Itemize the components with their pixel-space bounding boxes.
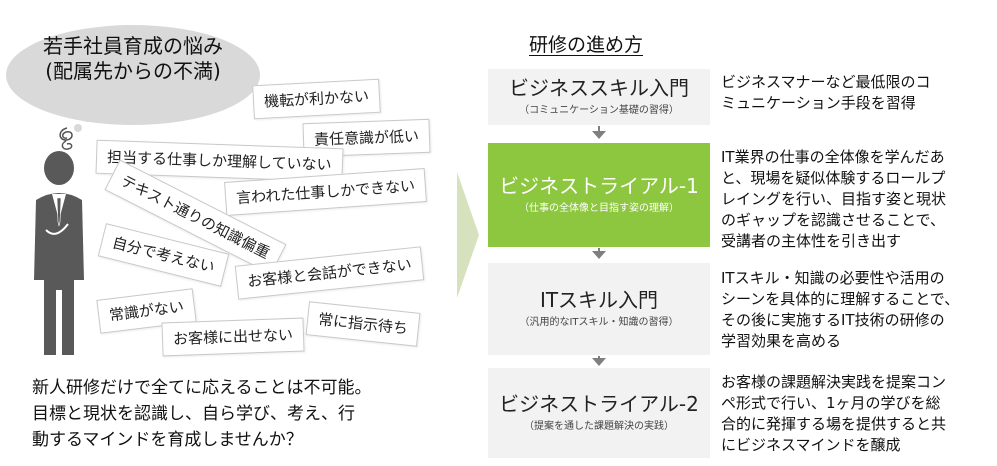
step-title: ビジネススキル入門 <box>509 76 689 100</box>
step-subtitle: （仕事の全体像と目指す姿の理解） <box>519 203 679 214</box>
arrow-down-icon <box>592 251 606 259</box>
step-subtitle: （コミュニケーション基礎の習得） <box>519 105 679 116</box>
desc-line: 受講者の主体性を引き出す <box>721 232 902 250</box>
statement-line: 新人研修だけで全てに応えることは不可能。 <box>32 378 372 398</box>
desc-line: 学習効果を高める <box>721 332 842 350</box>
step-title: ビジネストライアル-1 <box>499 174 699 198</box>
desc-line: と、現場を疑似体験するロールプ <box>721 169 946 187</box>
desc-line: ミュニケーション手段を習得 <box>721 94 916 112</box>
step-subtitle: （汎用的なITスキル・知識の習得） <box>519 317 679 328</box>
statement-line: 目標と現状を認識し、自ら学び、考え、行 <box>32 404 355 424</box>
step-business-trial-2: ビジネストライアル-2 （提案を通した課題解決の実践） <box>488 368 710 458</box>
desc-line: IT業界の仕事の全体像を学んだあ <box>721 148 945 166</box>
step-description: お客様の課題解決実践を提案コン ペ形式で行い、1ヶ月の学びを総 合的に発揮する場… <box>721 372 993 456</box>
statement-line: 動するマインドを育成しませんか？ <box>32 430 303 450</box>
desc-line: お客様の課題解決実践を提案コン <box>721 373 947 391</box>
arrow-down-icon <box>592 358 606 366</box>
desc-line: ペ形式で行い、1ヶ月の学びを総 <box>721 394 941 412</box>
desc-line: ビジネスマナーなど最低限のコ <box>721 73 931 91</box>
step-description: IT業界の仕事の全体像を学んだあ と、現場を疑似体験するロールプ レイングを行い… <box>721 147 993 252</box>
worry-scribble-icon <box>59 127 73 150</box>
desc-line: レイングを行い、目指す姿と現状 <box>721 190 947 208</box>
thought-bubble <box>6 25 260 125</box>
step-description: ITスキル・知識の必要性や活用の シーンを具体的に理解することで、 その後に実施… <box>721 268 993 352</box>
step-business-skill: ビジネススキル入門 （コミュニケーション基礎の習得） <box>488 69 710 125</box>
step-subtitle: （提案を通した課題解決の実践） <box>524 421 674 432</box>
complaint-tag: 機転が利かない <box>252 78 381 120</box>
bottom-statement: 新人研修だけで全てに応えることは不可能。 目標と現状を認識し、自ら学び、考え、行… <box>32 375 452 453</box>
desc-line: 合的に発揮する場を提供すると共 <box>721 415 947 433</box>
step-business-trial-1: ビジネストライアル-1 （仕事の全体像と目指す姿の理解） <box>488 143 710 247</box>
desc-line: にビジネスマインドを醸成 <box>721 436 901 454</box>
arrow-down-icon <box>592 131 606 139</box>
step-title: ITスキル入門 <box>539 288 659 312</box>
step-it-skill: ITスキル入門 （汎用的なITスキル・知識の習得） <box>488 263 710 355</box>
complaint-tag: お客様に出せない <box>161 317 305 357</box>
bubble-title-line2: (配属先からの不満) <box>45 59 221 83</box>
flow-connector <box>598 126 600 132</box>
desc-line: その後に実施するIT技術の研修の <box>721 311 945 329</box>
thought-bubble-tail <box>74 110 94 132</box>
flow-connector <box>598 356 600 359</box>
person-icon <box>34 151 84 355</box>
training-flow-heading: 研修の進め方 <box>529 34 644 56</box>
bubble-title: 若手社員育成の悩み (配属先からの不満) <box>18 34 248 84</box>
bubble-title-line1: 若手社員育成の悩み <box>43 34 223 58</box>
step-title: ビジネストライアル-2 <box>499 392 699 416</box>
flow-connector <box>598 248 600 252</box>
chevron-right-icon <box>457 172 479 298</box>
desc-line: ITスキル・知識の必要性や活用の <box>721 269 945 287</box>
desc-line: シーンを具体的に理解することで、 <box>721 290 960 308</box>
step-description: ビジネスマナーなど最低限のコ ミュニケーション手段を習得 <box>721 72 993 114</box>
complaint-tag: 常に指示待ち <box>305 301 421 347</box>
desc-line: のギャップを認識させることで、 <box>721 211 945 229</box>
